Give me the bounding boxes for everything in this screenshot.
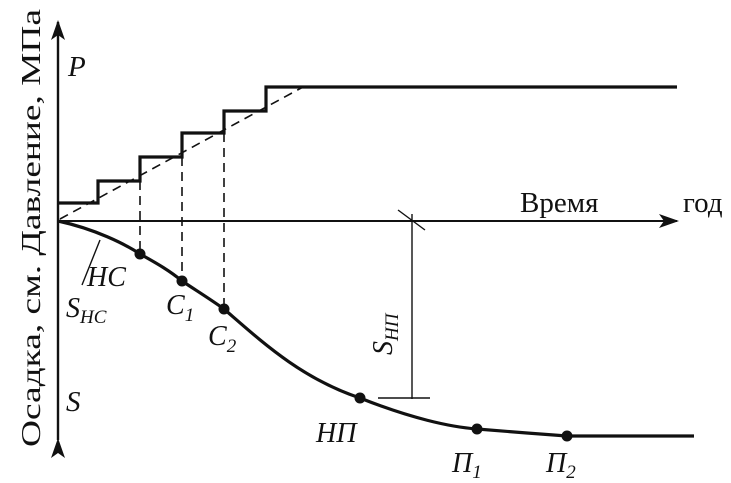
p-axis-label: P [67,51,86,83]
label-c2: C2 [208,321,237,357]
label-p2: П2 [545,448,576,483]
point-c1 [176,275,188,287]
settlement-curve [57,219,694,438]
label-np: НП [315,418,358,449]
linear-loading-dashed [59,86,304,220]
snc-leader-line [81,239,101,286]
point-nc [134,248,146,260]
point-np [354,392,366,404]
label-snp: SНП [368,312,403,355]
label-snc: SНС [66,293,107,328]
s-axis-label: S [66,386,81,418]
pressure-step-line [58,85,677,205]
point-p1 [471,423,483,435]
point-c2 [218,303,230,315]
label-c1: C1 [166,290,194,326]
vertical-axis-label: Осадка, см. Давление, МПа [16,9,46,447]
point-p2 [561,430,573,442]
time-axis-label: Время [520,187,598,219]
label-nc: НС [86,262,126,293]
label-p1: П1 [451,448,482,483]
time-unit-label: год [683,187,723,219]
snp-top-tick [397,209,426,231]
